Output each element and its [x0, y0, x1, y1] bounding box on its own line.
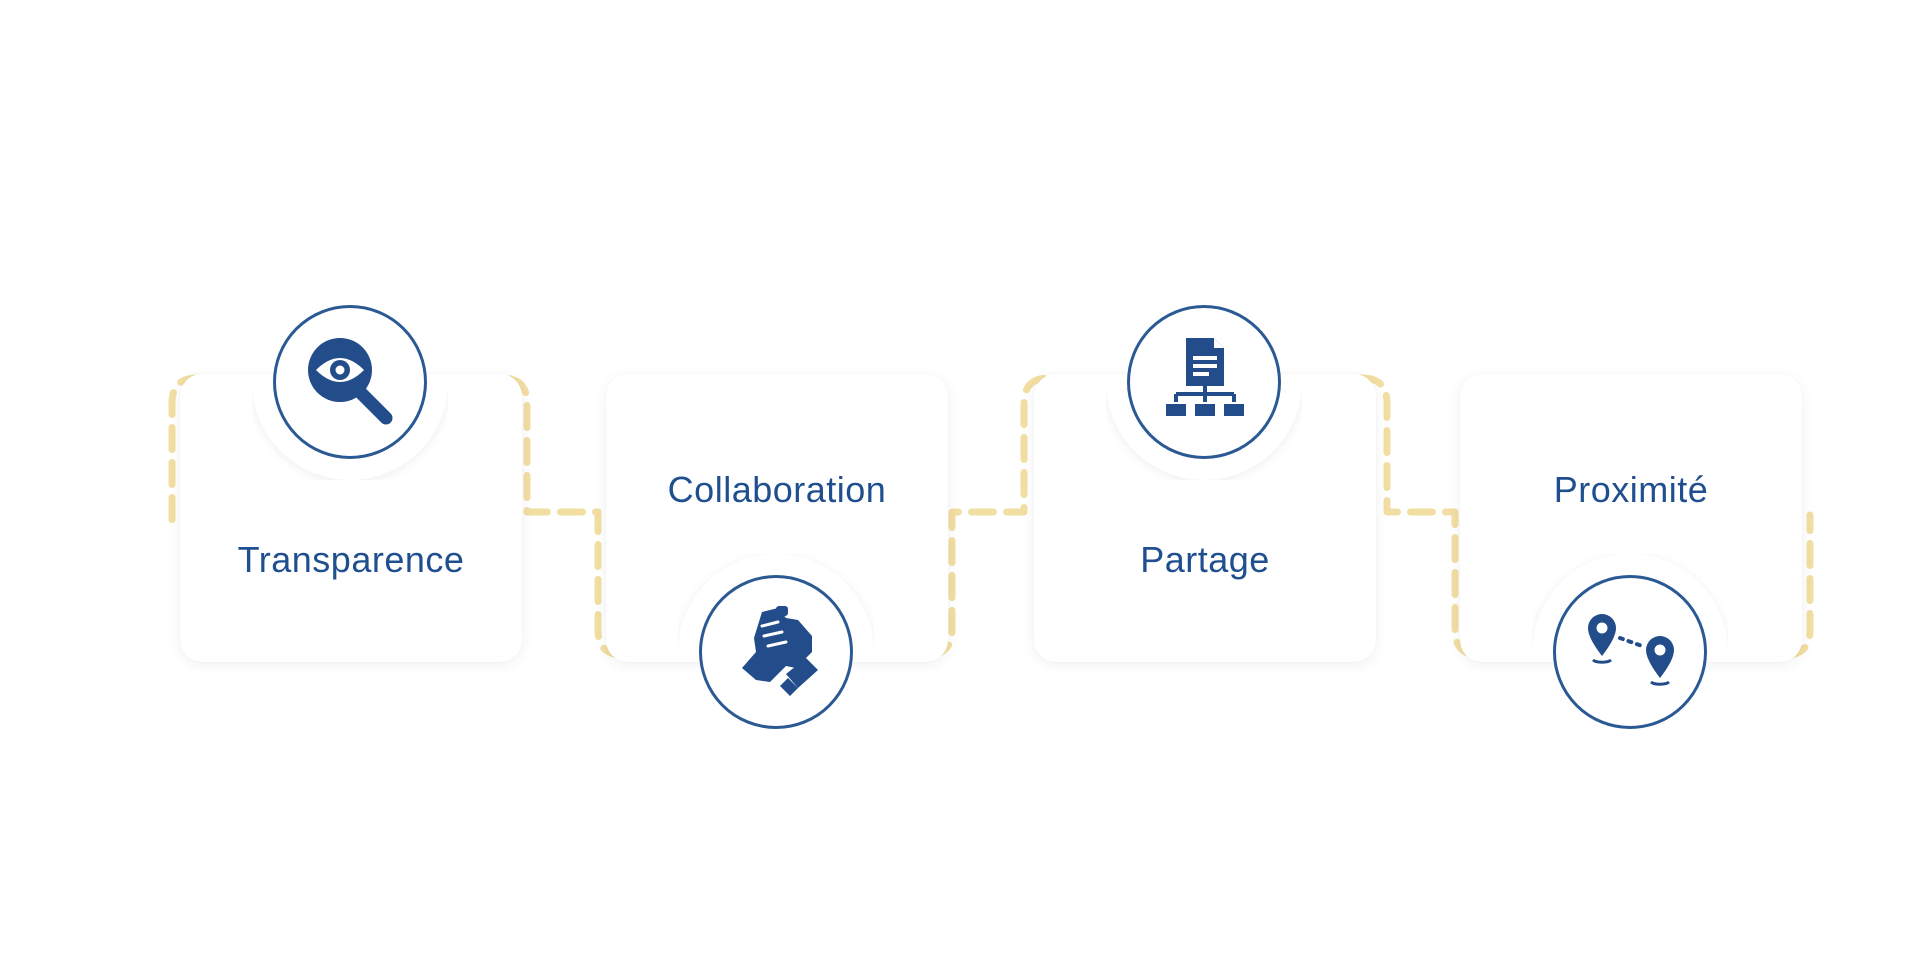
step-label-transparence: Transparence — [237, 539, 465, 580]
step-card-transparence: Transparence — [180, 374, 522, 662]
handshake-fist-icon — [699, 575, 853, 729]
step-label-proximite: Proximité — [1553, 469, 1709, 510]
location-pins-icon — [1553, 575, 1707, 729]
step-label-collaboration: Collaboration — [667, 469, 887, 510]
eye-magnifier-icon — [273, 305, 427, 459]
document-hierarchy-icon — [1127, 305, 1281, 459]
step-label-partage: Partage — [1140, 539, 1270, 580]
